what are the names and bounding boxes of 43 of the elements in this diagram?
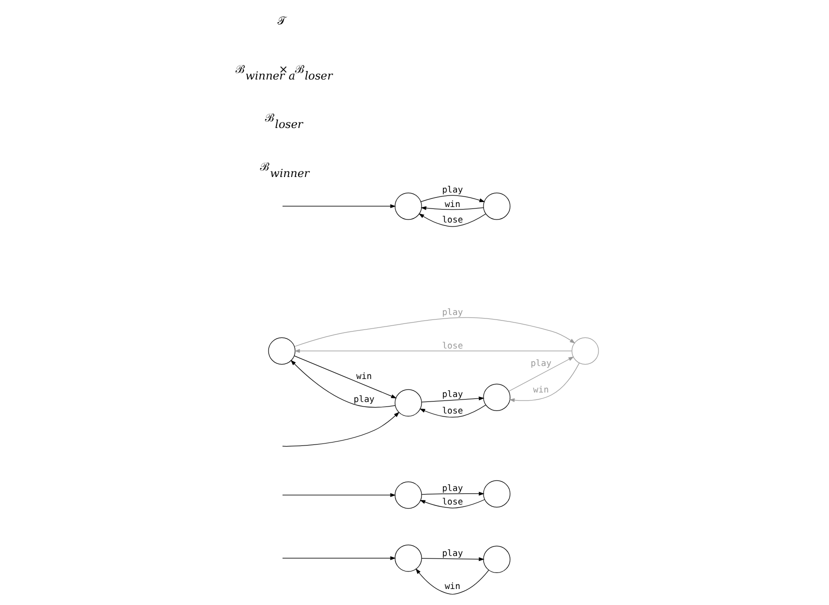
edge-label: play: [442, 484, 463, 494]
arrow: [294, 349, 572, 353]
node-circle: [394, 192, 422, 220]
edge-label: play: [442, 308, 463, 318]
arrow: [418, 213, 486, 227]
label: 𝒯: [277, 14, 286, 28]
arrow: [421, 557, 484, 562]
edge-label: win: [533, 386, 549, 396]
edge-label: win: [444, 582, 460, 592]
node-circle: [394, 544, 422, 572]
edge-label: play: [530, 358, 552, 369]
edge-label: win: [356, 372, 372, 382]
edge-label: play: [354, 394, 375, 405]
arrow: [294, 317, 576, 347]
edge-label: lose: [442, 497, 463, 508]
node-circle: [483, 384, 510, 411]
edge-label: lose: [442, 406, 463, 417]
arrow: [420, 499, 485, 508]
edge-label: play: [442, 390, 463, 400]
arrow: [508, 356, 574, 392]
arrow: [420, 206, 484, 210]
edge-label: lose: [442, 215, 463, 226]
edge-label: lose: [442, 342, 463, 352]
edge-label: play: [442, 548, 463, 559]
arrow: [421, 492, 484, 496]
node-circle: [483, 546, 510, 574]
edge-label: play: [442, 186, 463, 196]
arrow: [282, 556, 396, 560]
arrow: [420, 404, 486, 418]
arrow: [421, 396, 484, 402]
arrow: [282, 412, 400, 447]
arrow: [294, 356, 397, 398]
node-circle: [572, 337, 599, 365]
node-circle: [483, 192, 510, 220]
arrow: [290, 360, 396, 408]
arrow: [420, 194, 485, 202]
arrow: [282, 493, 396, 498]
arrow: [416, 568, 490, 595]
node-circle: [483, 480, 510, 508]
edge-label: win: [444, 200, 460, 210]
node-circle: [394, 481, 422, 509]
arrow: [509, 362, 580, 402]
arrow: [282, 204, 396, 208]
